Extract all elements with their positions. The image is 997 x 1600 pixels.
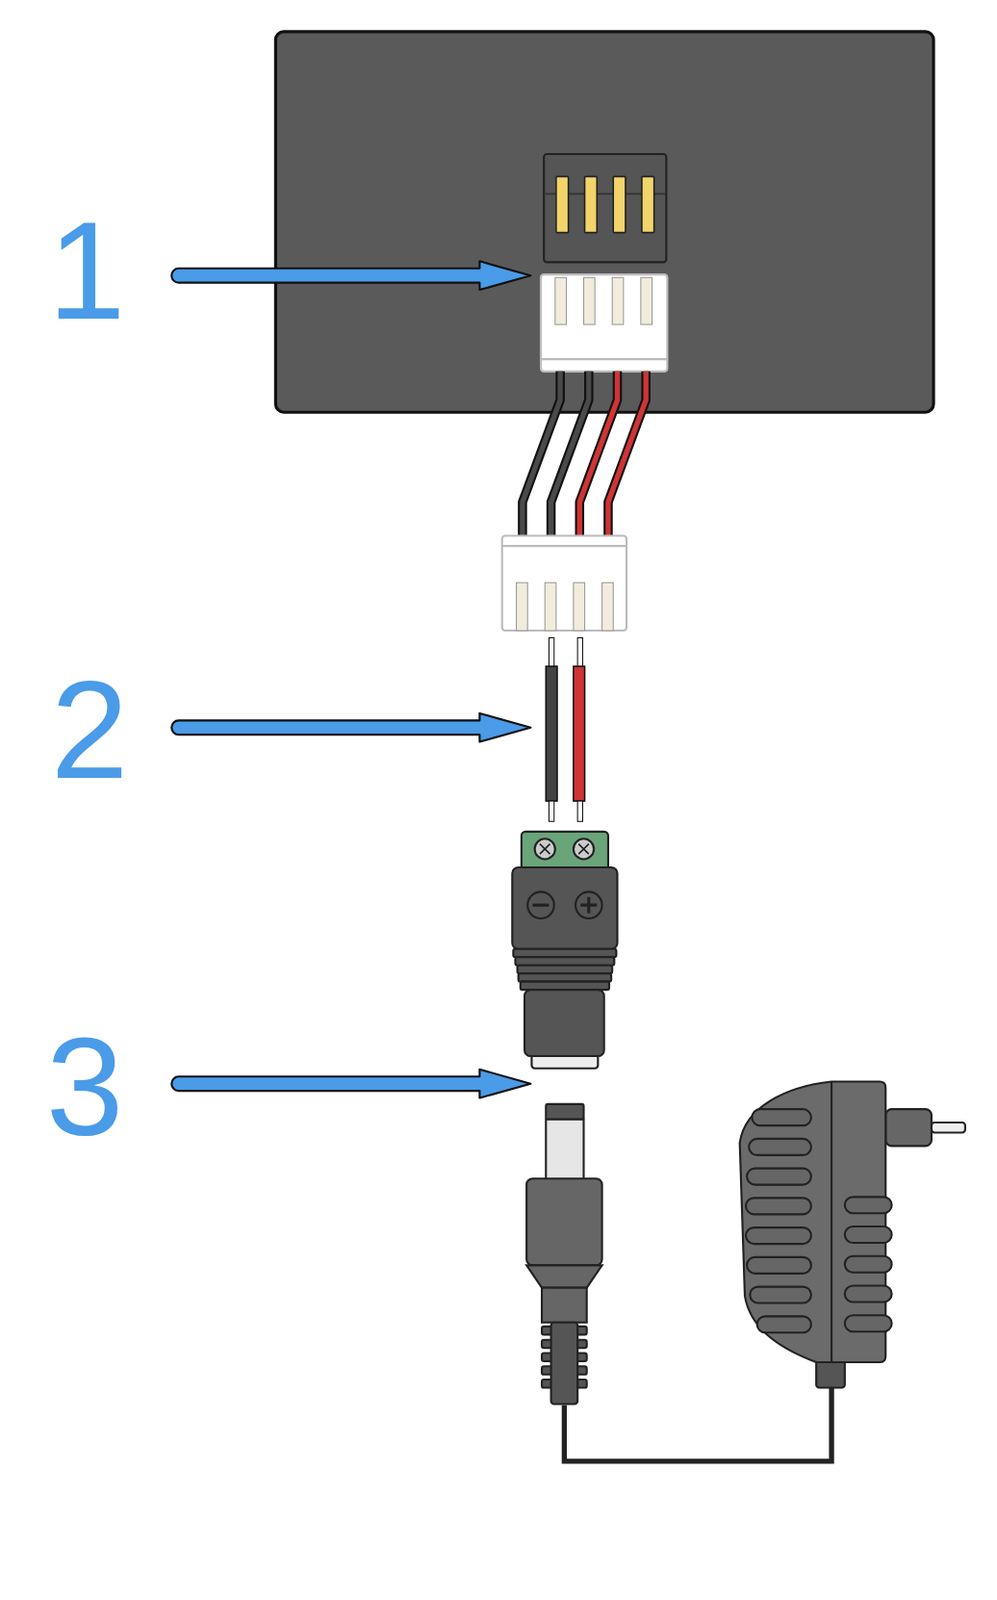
device-socket bbox=[543, 153, 666, 262]
callout-number: 1 bbox=[48, 201, 127, 341]
lead-wires bbox=[545, 637, 585, 821]
power-adapter bbox=[740, 1081, 966, 1388]
callout-number: 3 bbox=[46, 1017, 125, 1157]
white-connector bbox=[502, 535, 627, 631]
socket-pins bbox=[556, 176, 655, 232]
dc-female-adapter bbox=[511, 831, 617, 1069]
device-housing bbox=[275, 31, 934, 412]
wire-bundle bbox=[522, 371, 646, 537]
callout-arrows bbox=[171, 260, 531, 1098]
white-connector bbox=[540, 274, 667, 372]
callout-number: 2 bbox=[51, 660, 129, 800]
